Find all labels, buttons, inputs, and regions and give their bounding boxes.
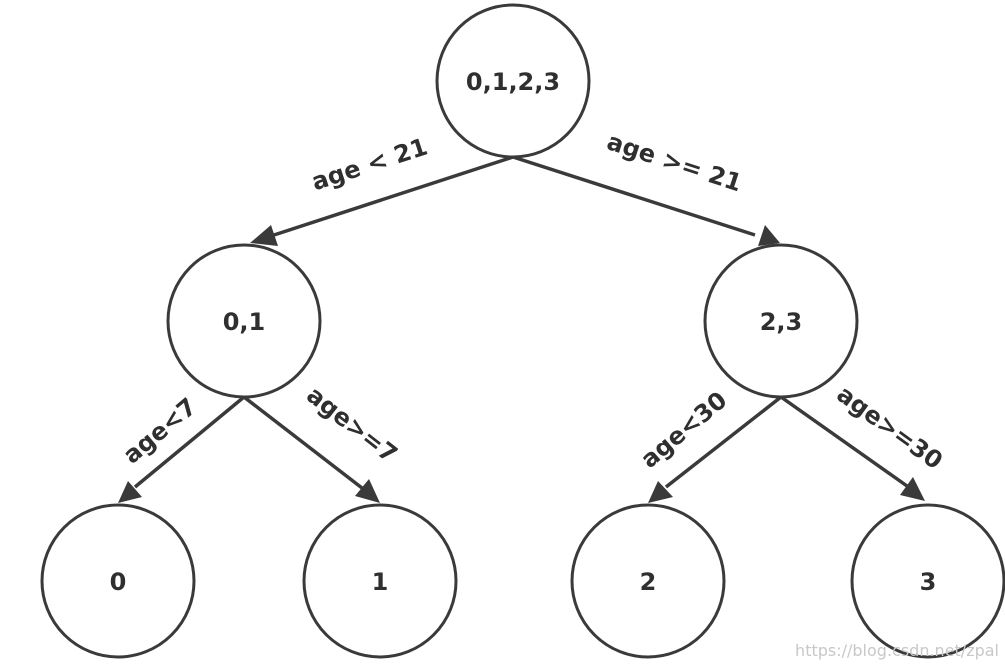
node-circle: [435, 3, 591, 159]
node-leaf-0: 0: [40, 503, 196, 659]
edge-root-left: [250, 155, 514, 246]
node-label-leaf-0: 0: [110, 568, 127, 596]
arrow-head: [648, 481, 673, 503]
node-left: 0,1: [166, 243, 322, 399]
node-leaf-1: 1: [302, 503, 458, 659]
node-label-leaf-3: 3: [920, 568, 937, 596]
node-leaf-2: 2: [570, 503, 726, 659]
node-circle: [302, 503, 458, 659]
edge-line: [133, 395, 246, 489]
node-circle: [166, 243, 322, 399]
edge-label-left-leaf1: age>=7: [301, 381, 402, 469]
node-label-leaf-1: 1: [372, 568, 389, 596]
arrow-head: [118, 481, 142, 503]
arrow-head: [250, 225, 278, 246]
arrow-head: [355, 479, 380, 503]
node-label-root: 0,1,2,3: [466, 68, 560, 96]
arrow-head: [900, 477, 925, 501]
edge-line: [664, 395, 783, 489]
edge-line: [273, 155, 514, 237]
edge-left-leaf1: [242, 395, 380, 503]
node-leaf-3: 3: [850, 503, 1005, 659]
node-label-left: 0,1: [223, 308, 266, 336]
arrow-head: [758, 225, 780, 246]
node-label-right: 2,3: [760, 308, 803, 336]
edge-right-leaf3: [779, 395, 925, 501]
edge-left-leaf0: [118, 395, 246, 503]
edge-label-right-leaf2: age<30: [635, 386, 732, 474]
node-circle: [570, 503, 726, 659]
watermark-text: https://blog.csdn.net/zpal: [795, 641, 999, 660]
edge-line: [512, 155, 756, 237]
edge-label-root-right: age >= 21: [604, 127, 746, 197]
edge-line: [779, 395, 909, 488]
node-label-leaf-2: 2: [640, 568, 657, 596]
edge-right-leaf2: [648, 395, 783, 503]
node-circle: [850, 503, 1005, 659]
edge-label-right-leaf3: age>=30: [832, 380, 948, 475]
node-right: 2,3: [703, 243, 859, 399]
edge-label-root-left: age < 21: [308, 133, 431, 197]
edge-line: [242, 395, 364, 490]
node-circle: [40, 503, 196, 659]
node-root: 0,1,2,3: [435, 3, 591, 159]
edge-label-left-leaf0: age<7: [118, 392, 202, 469]
node-circle: [703, 243, 859, 399]
edge-root-right: [512, 155, 780, 246]
